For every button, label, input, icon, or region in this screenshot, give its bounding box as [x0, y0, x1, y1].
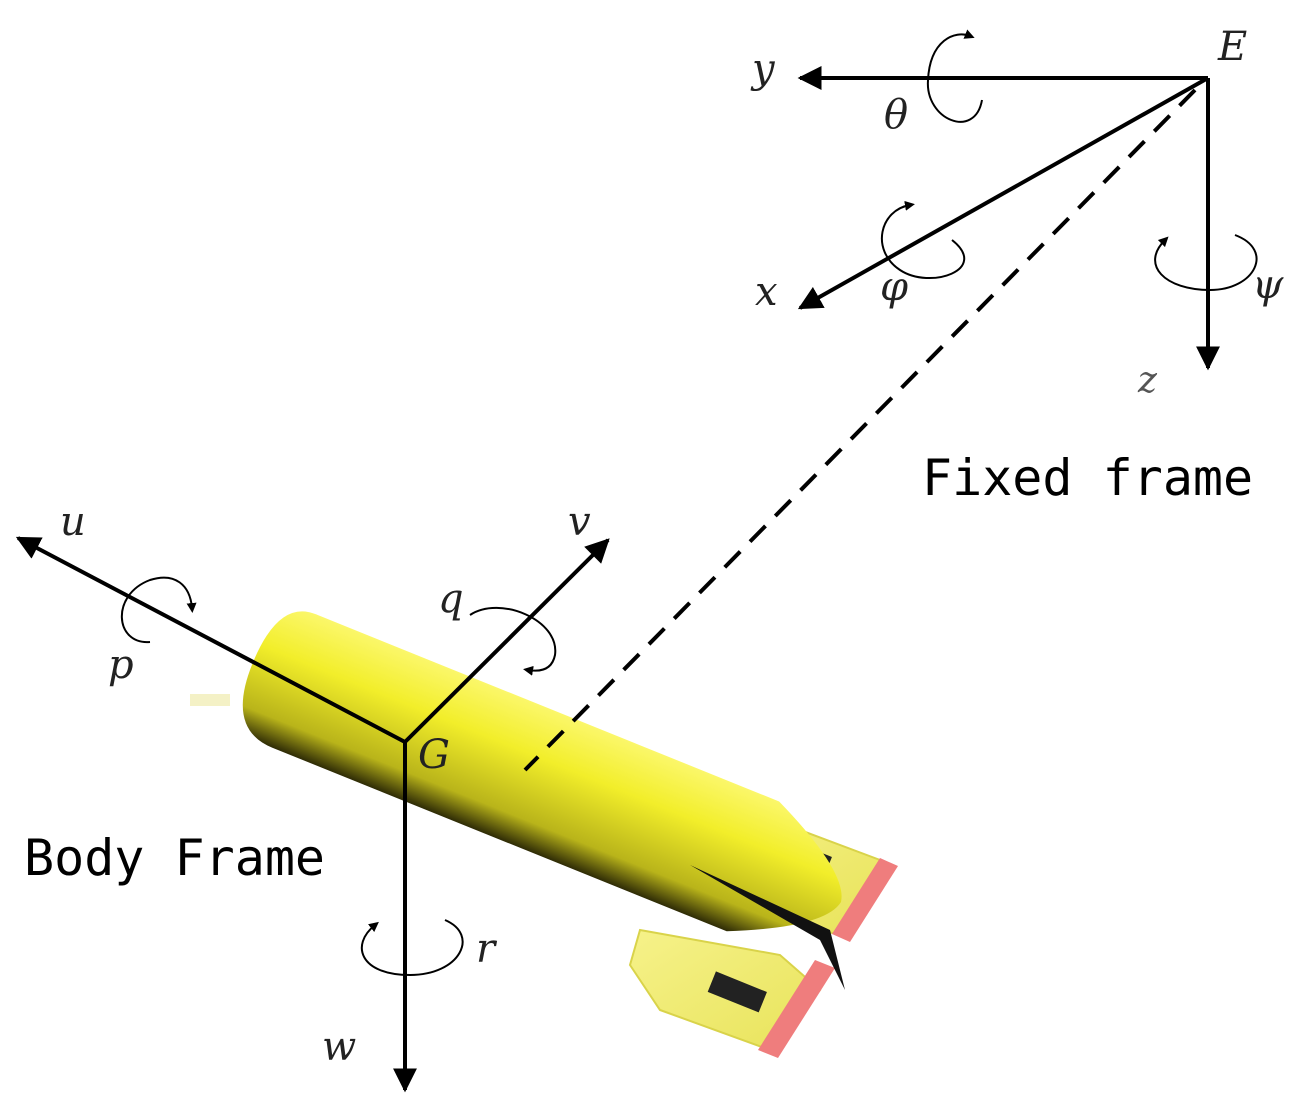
body-origin-label: G [418, 732, 450, 778]
phi-rotation-arrow [881, 200, 966, 279]
nose-stub [190, 694, 230, 706]
body-w-label: w [322, 1024, 356, 1070]
fixed-frame: E y x z θ φ ψ Fixed frame [750, 24, 1284, 507]
body-u-axis [15, 536, 406, 744]
psi-rotation-arrow [1154, 234, 1258, 292]
theta-label: θ [884, 92, 908, 138]
phi-label: φ [880, 264, 908, 310]
tail-stripe-upper [832, 858, 898, 942]
psi-label: ψ [1252, 262, 1284, 308]
p-rotation-arrow [120, 576, 197, 644]
fixed-x-axis [797, 76, 1209, 310]
body-frame: G u v w p q r Body Frame [15, 499, 610, 1093]
r-label: r [476, 926, 498, 972]
body-v-axis [403, 538, 610, 744]
fixed-origin-label: E [1217, 24, 1247, 70]
fixed-frame-title: Fixed frame [922, 449, 1253, 507]
fixed-y-label: y [750, 46, 776, 92]
position-vector-line [523, 88, 1197, 772]
theta-rotation-arrow [926, 29, 983, 123]
q-rotation-arrow [469, 606, 557, 676]
r-rotation-arrow [360, 919, 464, 977]
vehicle [190, 611, 898, 1058]
fixed-x-label: x [755, 269, 778, 315]
hull [242, 611, 842, 932]
tail-stripe-lower [758, 960, 835, 1058]
p-label: p [108, 642, 134, 688]
body-u-label: u [60, 499, 86, 545]
tail-cone [690, 865, 845, 990]
fixed-z-label: z [1137, 360, 1158, 401]
lower-fin-slot [707, 971, 767, 1013]
body-frame-title: Body Frame [24, 829, 325, 887]
q-label: q [438, 576, 464, 622]
body-v-label: v [568, 499, 591, 545]
